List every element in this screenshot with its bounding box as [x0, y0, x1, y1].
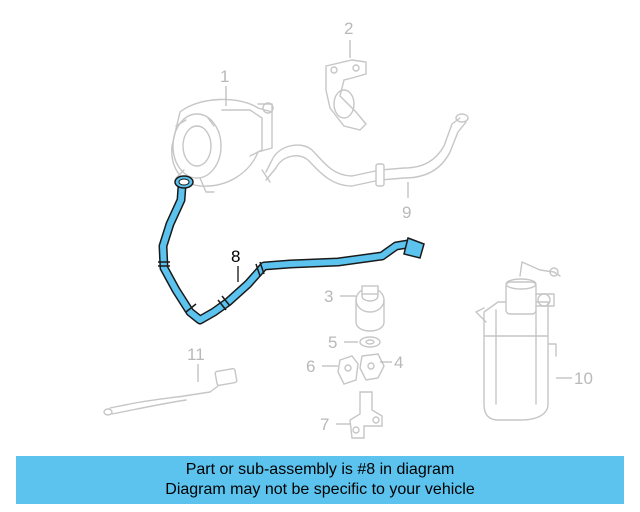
callout-7: 7 [320, 415, 329, 434]
part-10-canister[interactable]: 10 [475, 261, 593, 421]
part-8-hose[interactable]: 8 [158, 175, 425, 325]
callout-10: 10 [574, 369, 593, 388]
part-7-bracket[interactable]: 7 [320, 391, 383, 439]
callout-11: 11 [187, 345, 205, 364]
part-4-bracket[interactable]: 4 [359, 353, 403, 381]
callout-8: 8 [231, 247, 240, 266]
part-3-valve[interactable]: 3 [324, 285, 385, 332]
callout-4: 4 [394, 353, 403, 372]
part-1-air-pump[interactable]: 1 [171, 67, 274, 193]
callout-1: 1 [220, 67, 229, 86]
callout-2: 2 [344, 19, 353, 38]
info-banner: Part or sub-assembly is #8 in diagram Di… [16, 456, 624, 504]
callout-5: 5 [328, 333, 337, 352]
part-5-gasket[interactable]: 5 [328, 333, 381, 352]
parts-diagram: 1 2 9 8 [103, 19, 593, 439]
callout-3: 3 [324, 287, 333, 306]
banner-line-2: Diagram may not be specific to your vehi… [165, 481, 475, 498]
part-11-sensor[interactable]: 11 [103, 345, 238, 416]
banner-line-1: Part or sub-assembly is #8 in diagram [185, 461, 455, 478]
part-6-bracket[interactable]: 6 [306, 355, 359, 385]
callout-6: 6 [306, 357, 315, 376]
part-2-bracket[interactable]: 2 [325, 19, 367, 131]
part-9-hose[interactable]: 9 [261, 113, 469, 222]
callout-9: 9 [402, 203, 411, 222]
